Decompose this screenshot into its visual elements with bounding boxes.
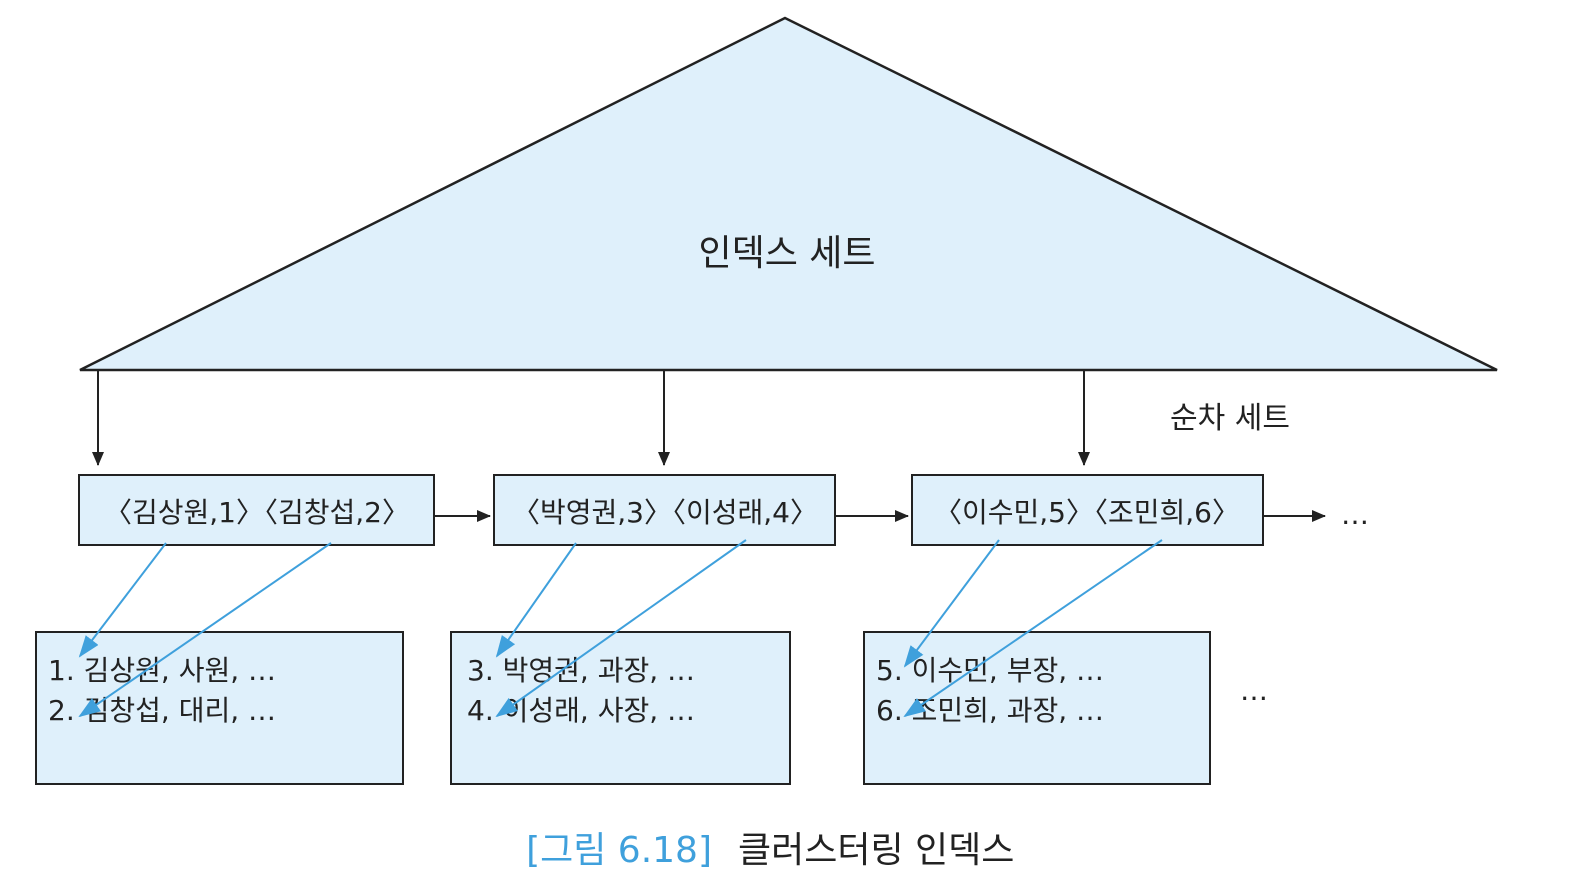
sequence-block bbox=[78, 474, 435, 546]
data-record: 2. 김창섭, 대리, … bbox=[48, 694, 276, 727]
sequence-block bbox=[911, 474, 1264, 546]
record-pointer-arrow bbox=[495, 542, 577, 658]
record-pointer-arrow bbox=[78, 542, 167, 658]
figure-number: [그림 6.18] bbox=[526, 830, 712, 871]
sequence-block-text: 〈김상원,1〉〈김창섭,2〉 bbox=[104, 496, 410, 529]
data-record: 3. 박영권, 과장, … bbox=[467, 654, 695, 687]
record-pointer-arrow bbox=[903, 539, 1163, 718]
data-record: 4. 이성래, 사장, … bbox=[467, 694, 695, 727]
index-set-triangle bbox=[79, 16, 1498, 372]
sequence-block-text: 〈박영권,3〉〈이성래,4〉 bbox=[512, 496, 818, 529]
index-set-label: 인덱스 세트 bbox=[698, 233, 875, 274]
sequence-block-text: 〈이수민,5〉〈조민희,6〉 bbox=[934, 496, 1240, 529]
record-pointer-arrow bbox=[495, 539, 747, 718]
record-pointer-arrow bbox=[903, 539, 1000, 668]
data-record: 6. 조민희, 과장, … bbox=[876, 694, 1104, 727]
figure-title: 클러스터링 인덱스 bbox=[738, 830, 1014, 871]
sequence-ellipsis: … bbox=[1341, 498, 1369, 531]
record-pointer-arrow bbox=[78, 542, 332, 718]
sequence-block bbox=[493, 474, 836, 546]
data-ellipsis: … bbox=[1240, 674, 1268, 707]
sequence-set-label: 순차 세트 bbox=[1170, 401, 1290, 436]
